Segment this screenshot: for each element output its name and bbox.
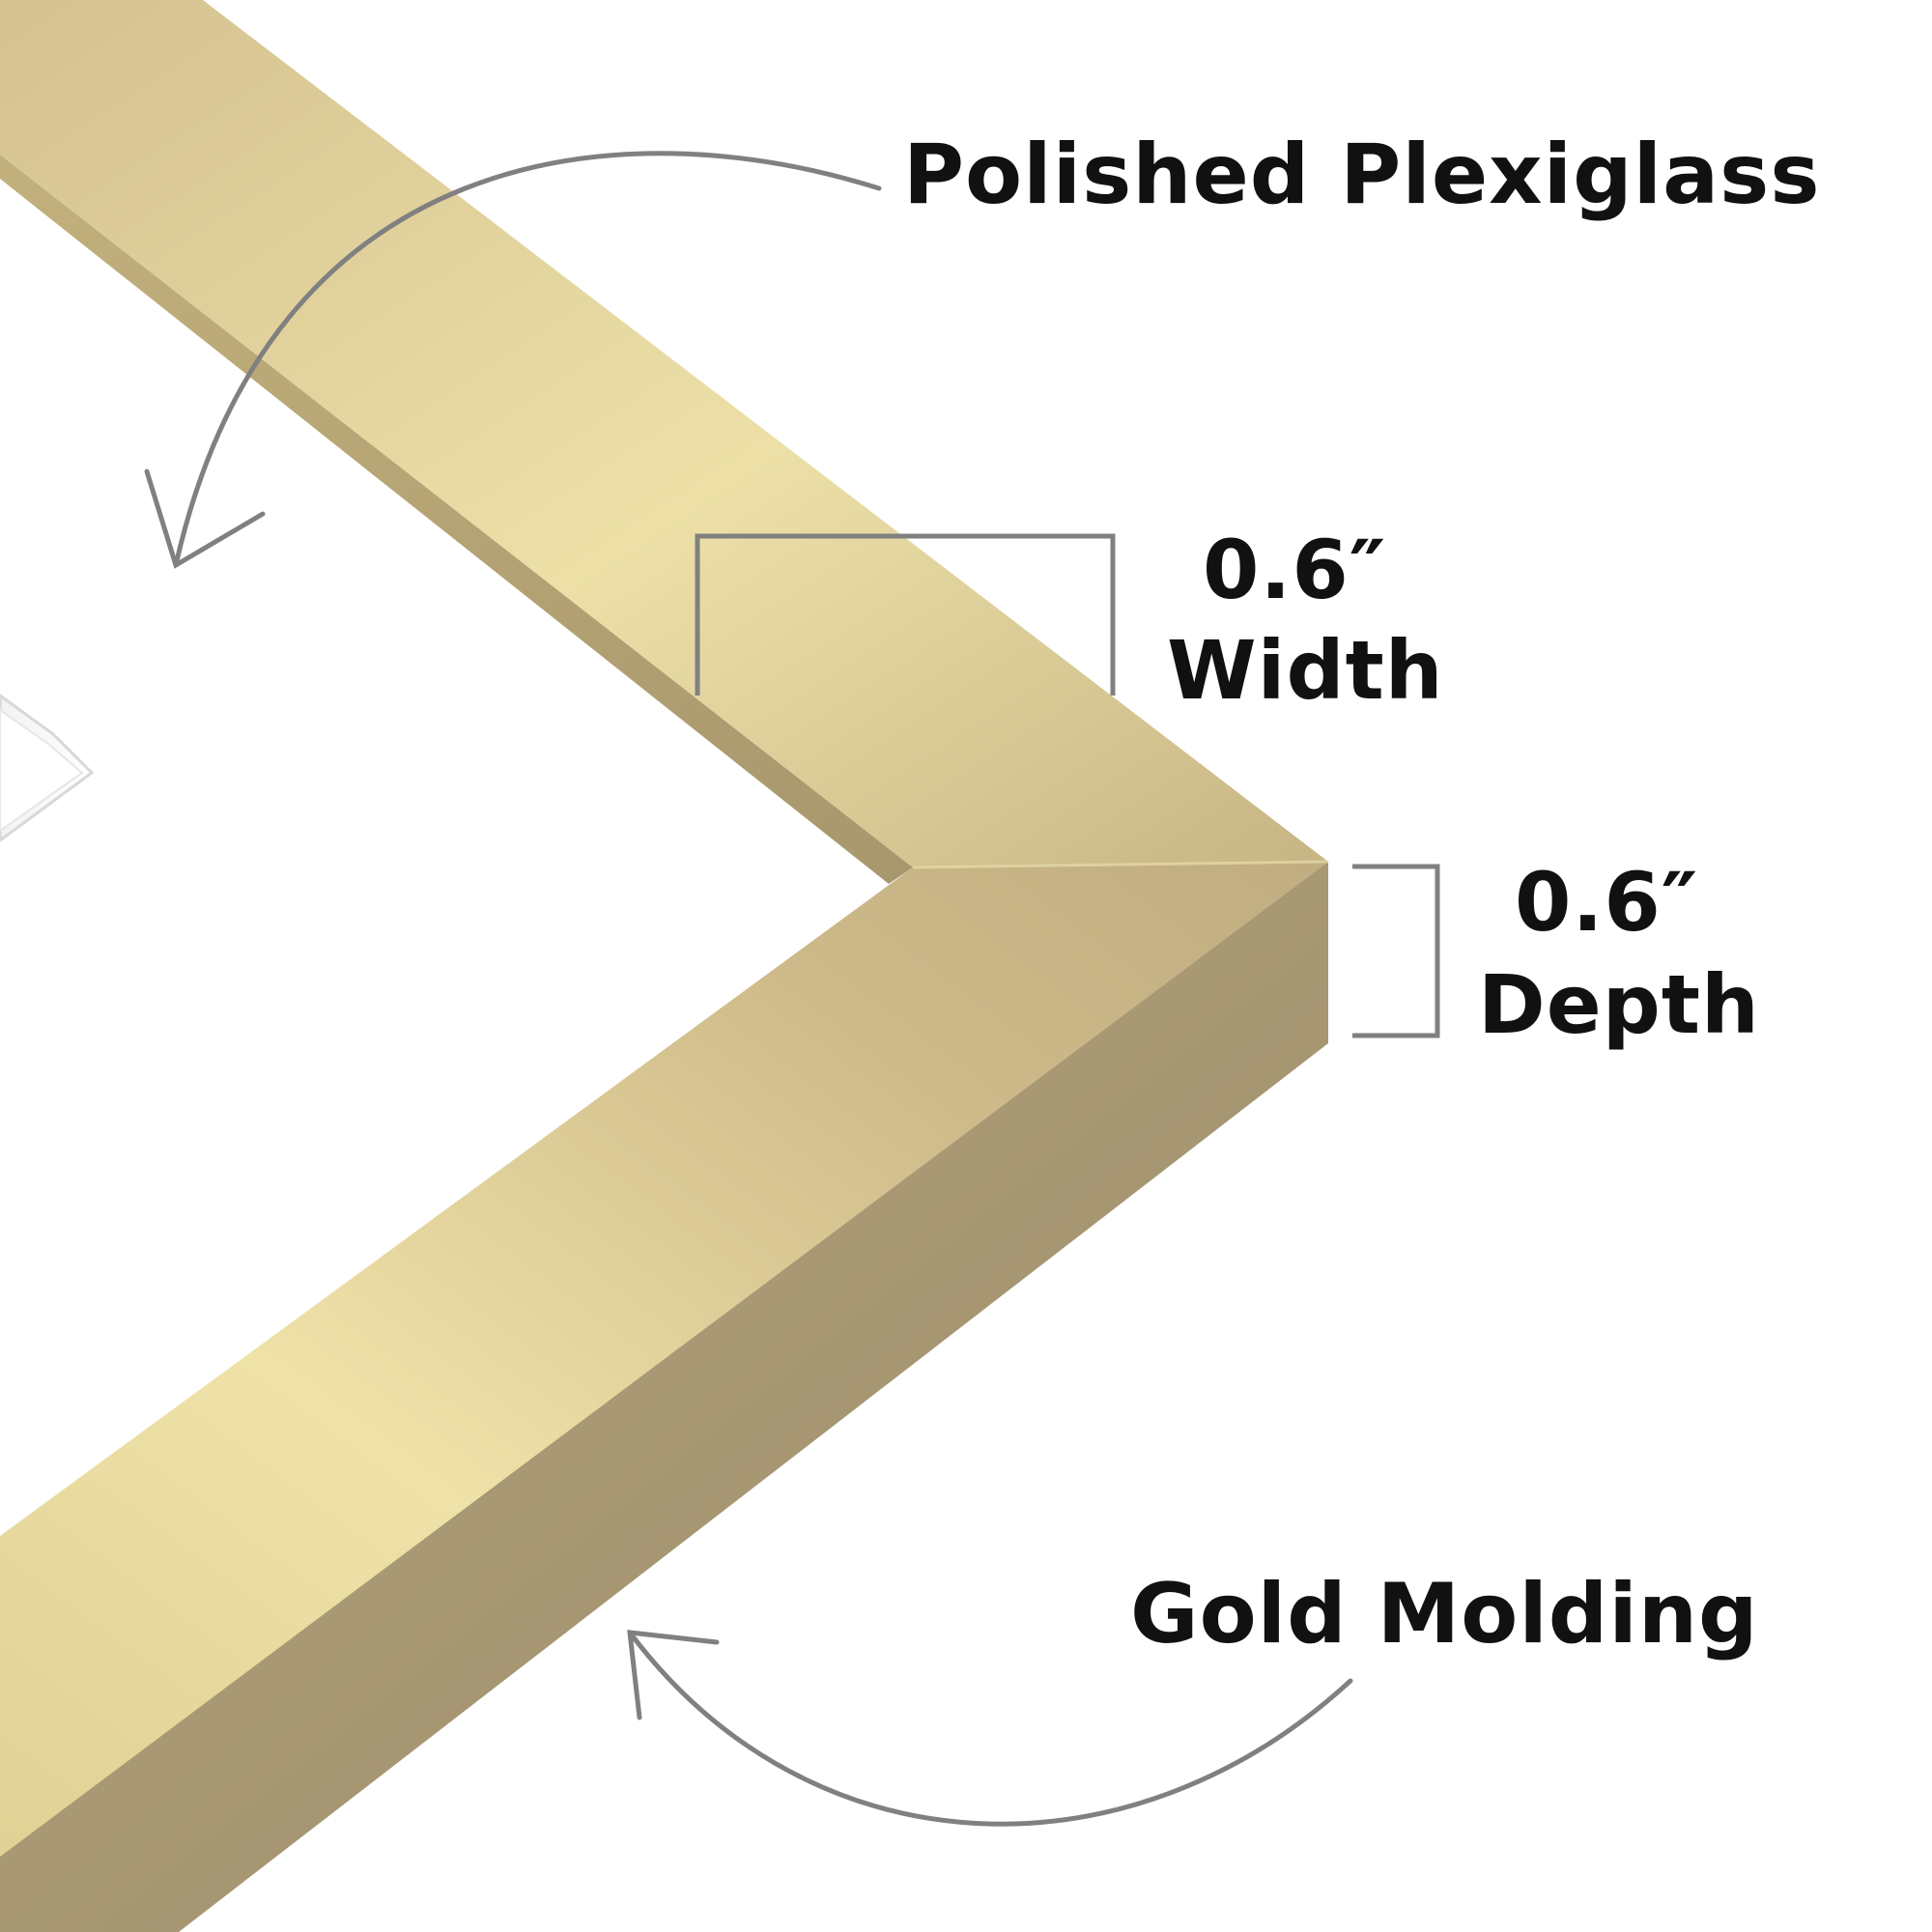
width-value-label: 0.6″ (1203, 523, 1387, 617)
gold-molding-label: Gold Molding (1130, 1566, 1759, 1662)
plexiglass-arrow (144, 151, 882, 569)
molding-arrow (627, 1630, 1353, 1827)
width-label: Width (1167, 623, 1444, 718)
frame-side-face (0, 862, 1328, 1932)
polished-plexiglass-label: Polished Plexiglass (903, 127, 1821, 223)
width-bracket (695, 533, 1116, 696)
depth-bracket (1352, 864, 1440, 1038)
mat-edge (0, 694, 95, 842)
frame-inner-lip (0, 155, 913, 884)
miter-line (912, 860, 1329, 869)
depth-value-label: 0.6″ (1515, 855, 1699, 950)
depth-label: Depth (1478, 957, 1760, 1052)
frame-top-arm (0, 0, 1328, 867)
